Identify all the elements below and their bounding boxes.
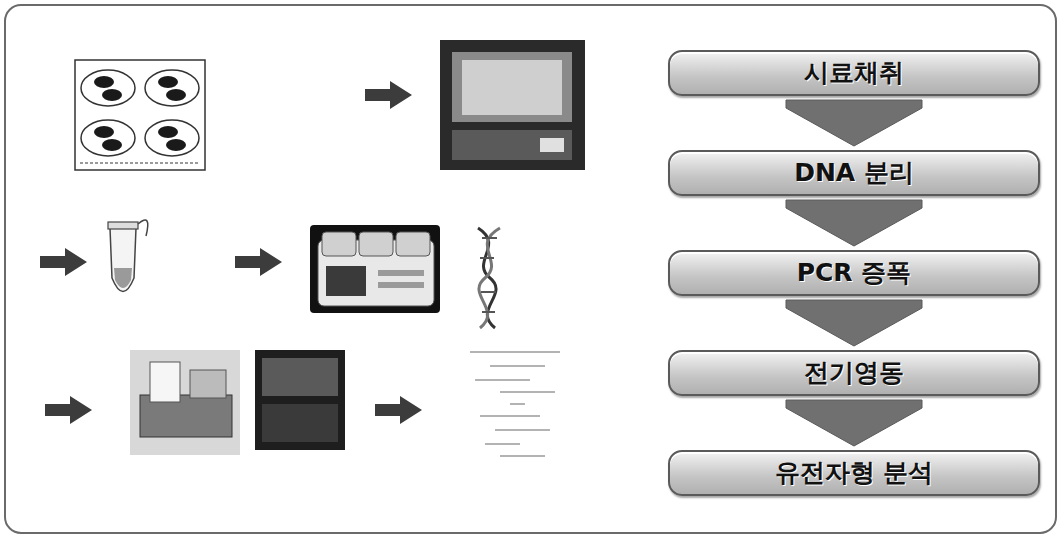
process-box: DNA 분리	[668, 150, 1040, 196]
petri-dish	[145, 120, 199, 156]
photo-ground	[310, 225, 440, 313]
sample-tube	[108, 220, 148, 292]
process-box: 시료채취	[668, 50, 1040, 96]
sample-spot	[158, 76, 178, 88]
tube-rim	[108, 222, 138, 229]
power-unit	[150, 362, 180, 402]
gel-image	[255, 350, 345, 450]
petri-dish	[145, 70, 199, 106]
step-label: DNA 분리	[794, 159, 914, 188]
tank-lid	[190, 370, 226, 398]
cycler-buttons	[378, 270, 424, 276]
gel-lane-area	[262, 404, 338, 442]
flow-arrow	[786, 100, 922, 146]
sample-spot	[102, 89, 122, 101]
dna-helix	[478, 228, 500, 328]
helix-strand	[479, 228, 500, 328]
gel-photo	[255, 350, 345, 450]
machine-panel	[540, 138, 564, 152]
electrophoresis-apparatus	[130, 350, 240, 455]
base-pair	[482, 311, 495, 313]
machine-glass	[462, 60, 562, 115]
petri-panel	[75, 60, 205, 170]
photo-ground	[130, 350, 240, 455]
tube-liquid	[114, 268, 132, 288]
process-box: PCR 증폭	[668, 250, 1040, 296]
petri-dish	[81, 70, 135, 106]
band	[475, 379, 530, 381]
sample-spot	[158, 126, 178, 138]
flow-arrow	[786, 400, 922, 446]
process-box: 전기영동	[668, 350, 1040, 396]
sample-spot	[102, 139, 122, 151]
machine-window	[452, 52, 572, 122]
tube-cap	[138, 220, 148, 236]
base-pair	[480, 257, 494, 259]
base-pair	[482, 237, 497, 239]
flow-arrow	[786, 300, 922, 346]
cycler-lid	[322, 232, 356, 256]
outer-frame	[5, 5, 1056, 533]
petri-dishes	[75, 60, 205, 170]
extraction-machine	[440, 40, 585, 170]
band	[470, 351, 560, 353]
sample-spot	[94, 76, 114, 88]
step-label: 시료채취	[804, 59, 904, 88]
sample-spot	[166, 139, 186, 151]
cycler-lid	[359, 232, 393, 256]
step-label: 전기영동	[804, 359, 904, 388]
sample-spot	[94, 126, 114, 138]
band	[495, 429, 550, 431]
step-label: 유전자형 분석	[775, 459, 934, 488]
step-arrow	[375, 396, 422, 424]
step-arrow	[40, 248, 87, 276]
band	[510, 403, 525, 405]
tube-body	[110, 228, 136, 292]
band	[500, 455, 545, 457]
genotype-bands	[470, 352, 560, 456]
machine-base	[452, 130, 572, 160]
step-arrow	[235, 248, 282, 276]
band	[480, 415, 540, 417]
band	[490, 365, 545, 367]
flow-arrow	[786, 200, 922, 246]
cycler-screen	[326, 266, 366, 296]
process-box: 유전자형 분석	[668, 450, 1040, 496]
caption-line	[80, 162, 200, 164]
base-pair	[481, 291, 496, 293]
cycler-lid	[396, 232, 430, 256]
gel-lane-area	[262, 358, 338, 396]
sample-spot	[166, 89, 186, 101]
process-arrows	[40, 81, 422, 424]
machine-photo	[440, 40, 585, 170]
thermocycler	[310, 225, 440, 313]
step-arrow	[365, 81, 412, 109]
step-label: PCR 증폭	[797, 259, 912, 288]
step-arrow	[45, 396, 92, 424]
band	[500, 391, 555, 393]
petri-dish	[81, 120, 135, 156]
cycler-buttons	[378, 282, 424, 288]
band	[485, 443, 520, 445]
